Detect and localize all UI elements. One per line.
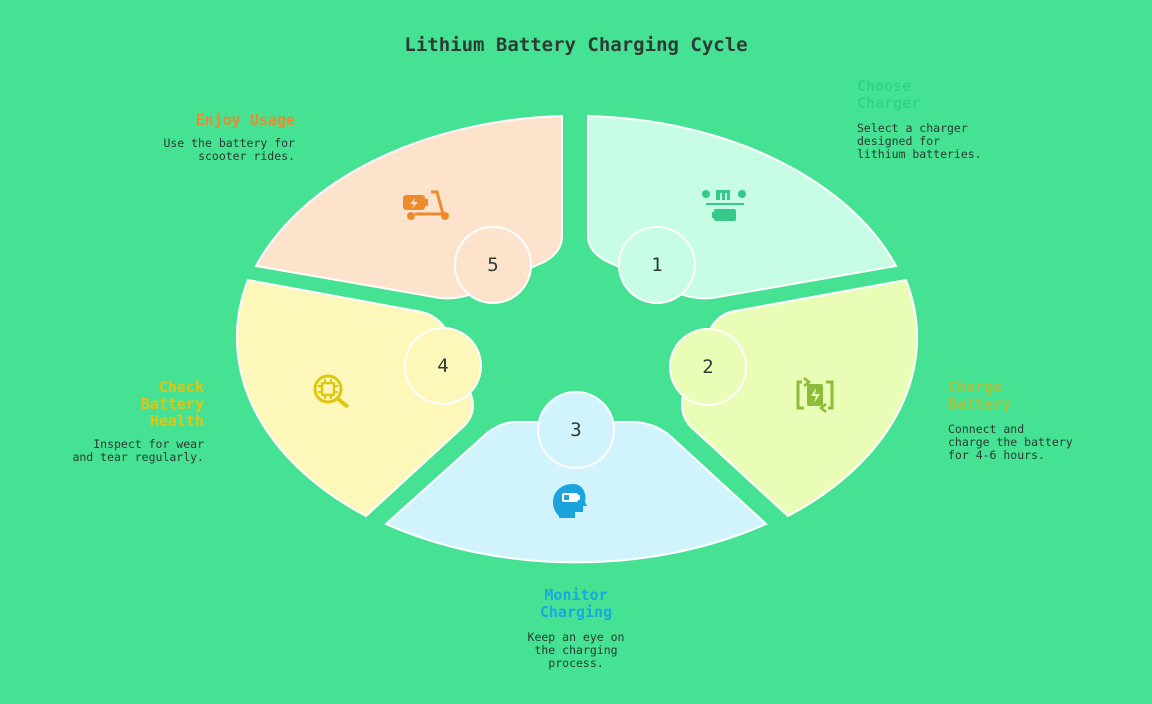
battery-cycle-icon xyxy=(796,377,834,413)
charger-icon xyxy=(702,190,746,221)
step-number-3: 3 xyxy=(537,391,615,469)
svg-text:2: 2 xyxy=(702,356,713,378)
head-battery-icon xyxy=(553,484,587,518)
step-number-4: 4 xyxy=(404,327,482,405)
step-number-1: 1 xyxy=(618,226,696,304)
svg-text:4: 4 xyxy=(437,355,448,377)
diagram-title: Lithium Battery Charging Cycle xyxy=(404,34,748,56)
segment-4[interactable] xyxy=(235,278,474,518)
step-number-5: 5 xyxy=(454,226,532,304)
scooter-icon xyxy=(403,190,449,220)
step-5-label: Enjoy Usage xyxy=(195,111,295,129)
svg-text:3: 3 xyxy=(570,419,581,441)
svg-text:1: 1 xyxy=(651,254,662,276)
svg-text:5: 5 xyxy=(487,254,498,276)
magnifier-chip-icon xyxy=(313,374,350,409)
step-number-2: 2 xyxy=(669,328,747,406)
